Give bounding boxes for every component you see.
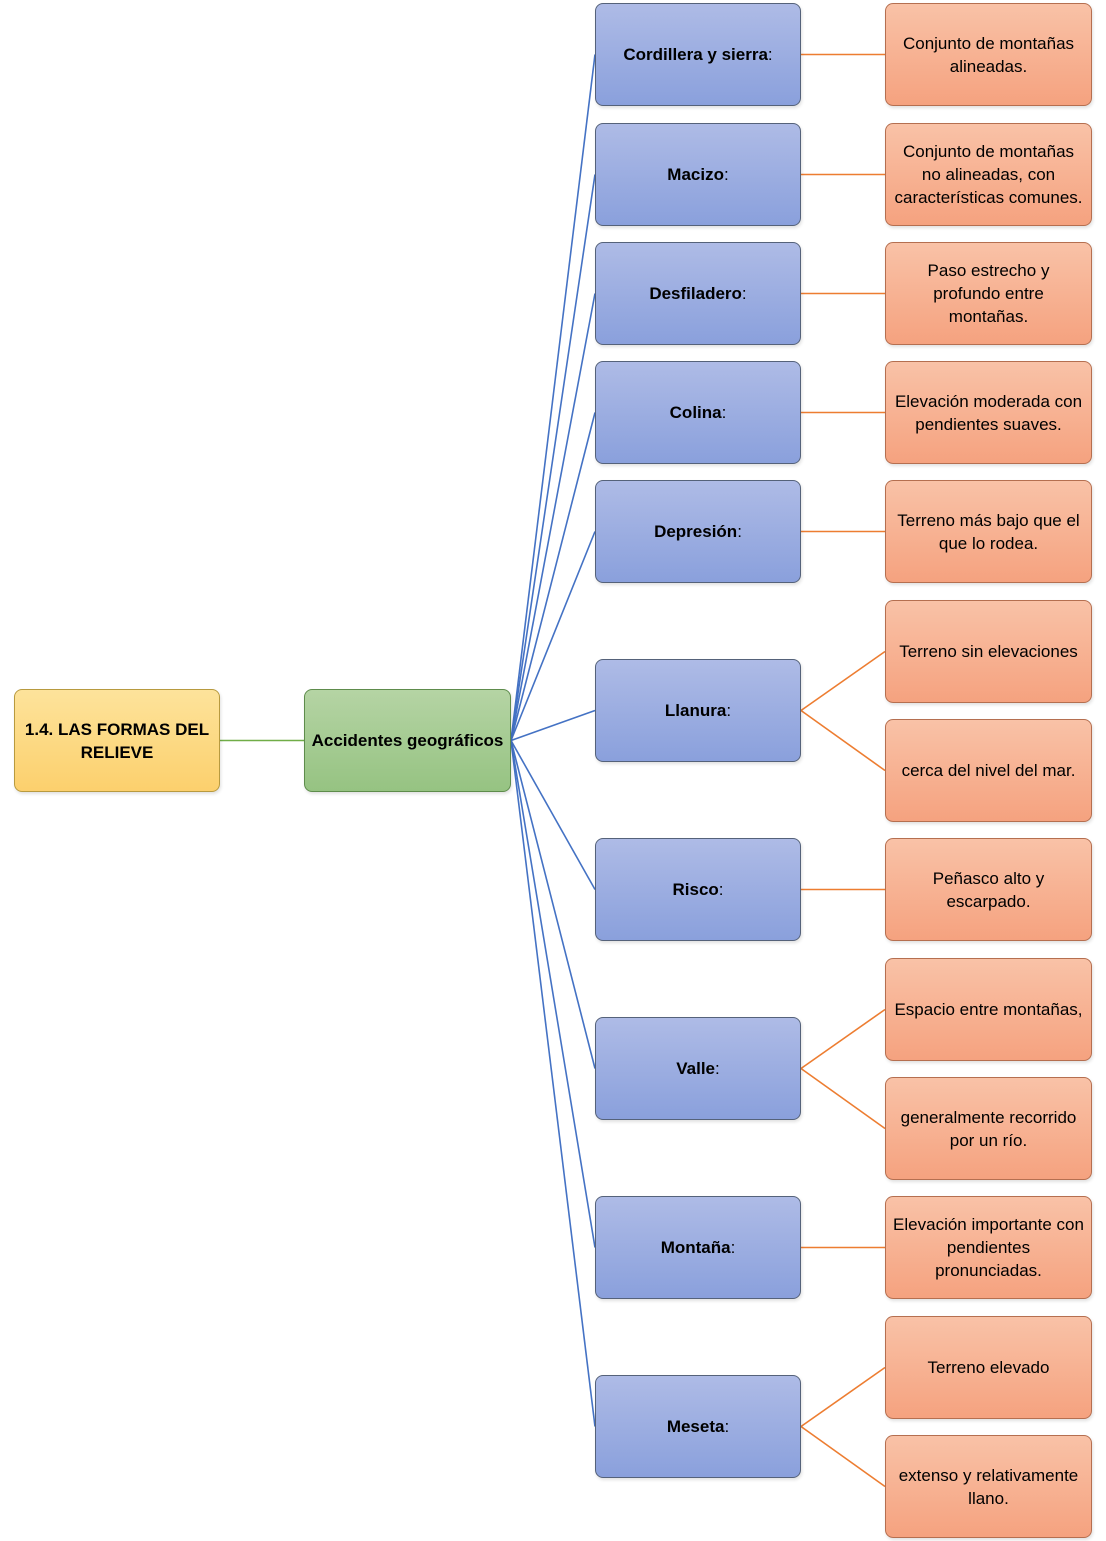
category-node: Llanura:	[595, 659, 801, 762]
category-text: Llanura:	[665, 699, 731, 722]
definition-node: Terreno elevado	[885, 1316, 1092, 1419]
definition-text: Conjunto de montañas alineadas.	[902, 33, 1075, 76]
category-node: Desfiladero:	[595, 242, 801, 345]
definition-text: Conjunto de montañas no alineadas, con c…	[894, 142, 1083, 207]
category-colon: :	[741, 284, 747, 303]
category-label: Colina	[669, 403, 722, 422]
definition-text: Terreno más bajo que el que lo rodea.	[897, 510, 1080, 553]
definition-node: Elevación moderada con pendientes suaves…	[885, 361, 1092, 464]
definition-node: Terreno sin elevaciones	[885, 600, 1092, 703]
root-node: 1.4. LAS FORMAS DEL RELIEVE	[14, 689, 220, 792]
definition-connector	[800, 1366, 886, 1428]
definition-node: Terreno más bajo que el que lo rodea.	[885, 480, 1092, 583]
category-connector	[510, 174, 596, 741]
category-label: Macizo	[667, 165, 724, 184]
category-label: Depresión	[654, 522, 738, 541]
category-text: Desfiladero:	[649, 282, 746, 305]
definition-text: generalmente recorrido por un río.	[900, 1107, 1077, 1150]
category-node: Montaña:	[595, 1196, 801, 1299]
category-text: Cordillera y sierra:	[623, 43, 772, 66]
category-text: Risco:	[672, 878, 723, 901]
category-connector	[510, 293, 596, 741]
definition-text: extenso y relativamente llano.	[898, 1465, 1079, 1508]
category-node: Colina:	[595, 361, 801, 464]
category-colon: :	[724, 1417, 730, 1436]
definition-text: Terreno sin elevaciones	[899, 642, 1078, 661]
definition-node: Conjunto de montañas no alineadas, con c…	[885, 123, 1092, 226]
category-node: Valle:	[595, 1017, 801, 1120]
category-colon: :	[718, 880, 724, 899]
category-node: Depresión:	[595, 480, 801, 583]
category-node: Macizo:	[595, 123, 801, 226]
category-colon: :	[723, 165, 729, 184]
definition-text: cerca del nivel del mar.	[901, 761, 1076, 780]
definition-connector	[800, 1008, 886, 1070]
category-node: Meseta:	[595, 1375, 801, 1478]
root-label: 1.4. LAS FORMAS DEL RELIEVE	[24, 719, 210, 762]
definition-node: Espacio entre montañas,	[885, 958, 1092, 1061]
category-text: Macizo:	[667, 163, 728, 186]
accidentes-node: Accidentes geográficos	[304, 689, 511, 792]
category-label: Risco	[672, 880, 719, 899]
definition-node: Elevación importante con pendientes pron…	[885, 1196, 1092, 1299]
category-connector	[510, 740, 596, 1069]
category-label: Valle	[676, 1059, 716, 1078]
category-text: Valle:	[676, 1057, 720, 1080]
definition-text: Elevación importante con pendientes pron…	[893, 1215, 1084, 1280]
category-node: Risco:	[595, 838, 801, 941]
category-colon: :	[767, 45, 773, 64]
definition-node: extenso y relativamente llano.	[885, 1435, 1092, 1538]
category-label: Montaña	[660, 1238, 731, 1257]
category-colon: :	[737, 522, 742, 541]
category-text: Meseta:	[667, 1415, 729, 1438]
category-connector	[510, 54, 596, 741]
category-connector	[510, 740, 596, 890]
definition-text: Espacio entre montañas,	[894, 1000, 1083, 1019]
definition-node: cerca del nivel del mar.	[885, 719, 1092, 822]
category-node: Cordillera y sierra:	[595, 3, 801, 106]
category-connector	[510, 412, 596, 741]
definition-text: Elevación moderada con pendientes suaves…	[894, 391, 1083, 434]
category-connector	[510, 531, 596, 741]
category-text: Colina:	[670, 401, 727, 424]
definition-node: generalmente recorrido por un río.	[885, 1077, 1092, 1180]
definition-connector	[800, 709, 886, 772]
definition-node: Peñasco alto y escarpado.	[885, 838, 1092, 941]
category-colon: :	[726, 701, 732, 720]
category-text: Montaña:	[661, 1236, 736, 1259]
category-label: Llanura	[664, 701, 727, 720]
definition-connector	[800, 1425, 886, 1488]
category-connector	[510, 709, 596, 742]
category-connector	[510, 740, 596, 1248]
category-label: Cordillera y sierra	[623, 45, 768, 64]
category-text: Depresión:	[654, 520, 742, 543]
definition-text: Terreno elevado	[927, 1358, 1050, 1377]
category-colon: :	[730, 1238, 736, 1257]
category-label: Meseta	[666, 1417, 725, 1436]
category-connector	[510, 740, 596, 1427]
definition-node: Conjunto de montañas alineadas.	[885, 3, 1092, 106]
definition-text: Paso estrecho y profundo entre montañas.	[927, 261, 1050, 326]
category-label: Desfiladero	[649, 284, 742, 303]
category-colon: :	[721, 403, 727, 422]
definition-node: Paso estrecho y profundo entre montañas.	[885, 242, 1092, 345]
category-colon: :	[715, 1059, 720, 1078]
definition-connector	[800, 1067, 886, 1130]
definition-text: Peñasco alto y escarpado.	[932, 868, 1045, 911]
accidentes-label: Accidentes geográficos	[311, 731, 504, 750]
definition-connector	[800, 650, 886, 712]
